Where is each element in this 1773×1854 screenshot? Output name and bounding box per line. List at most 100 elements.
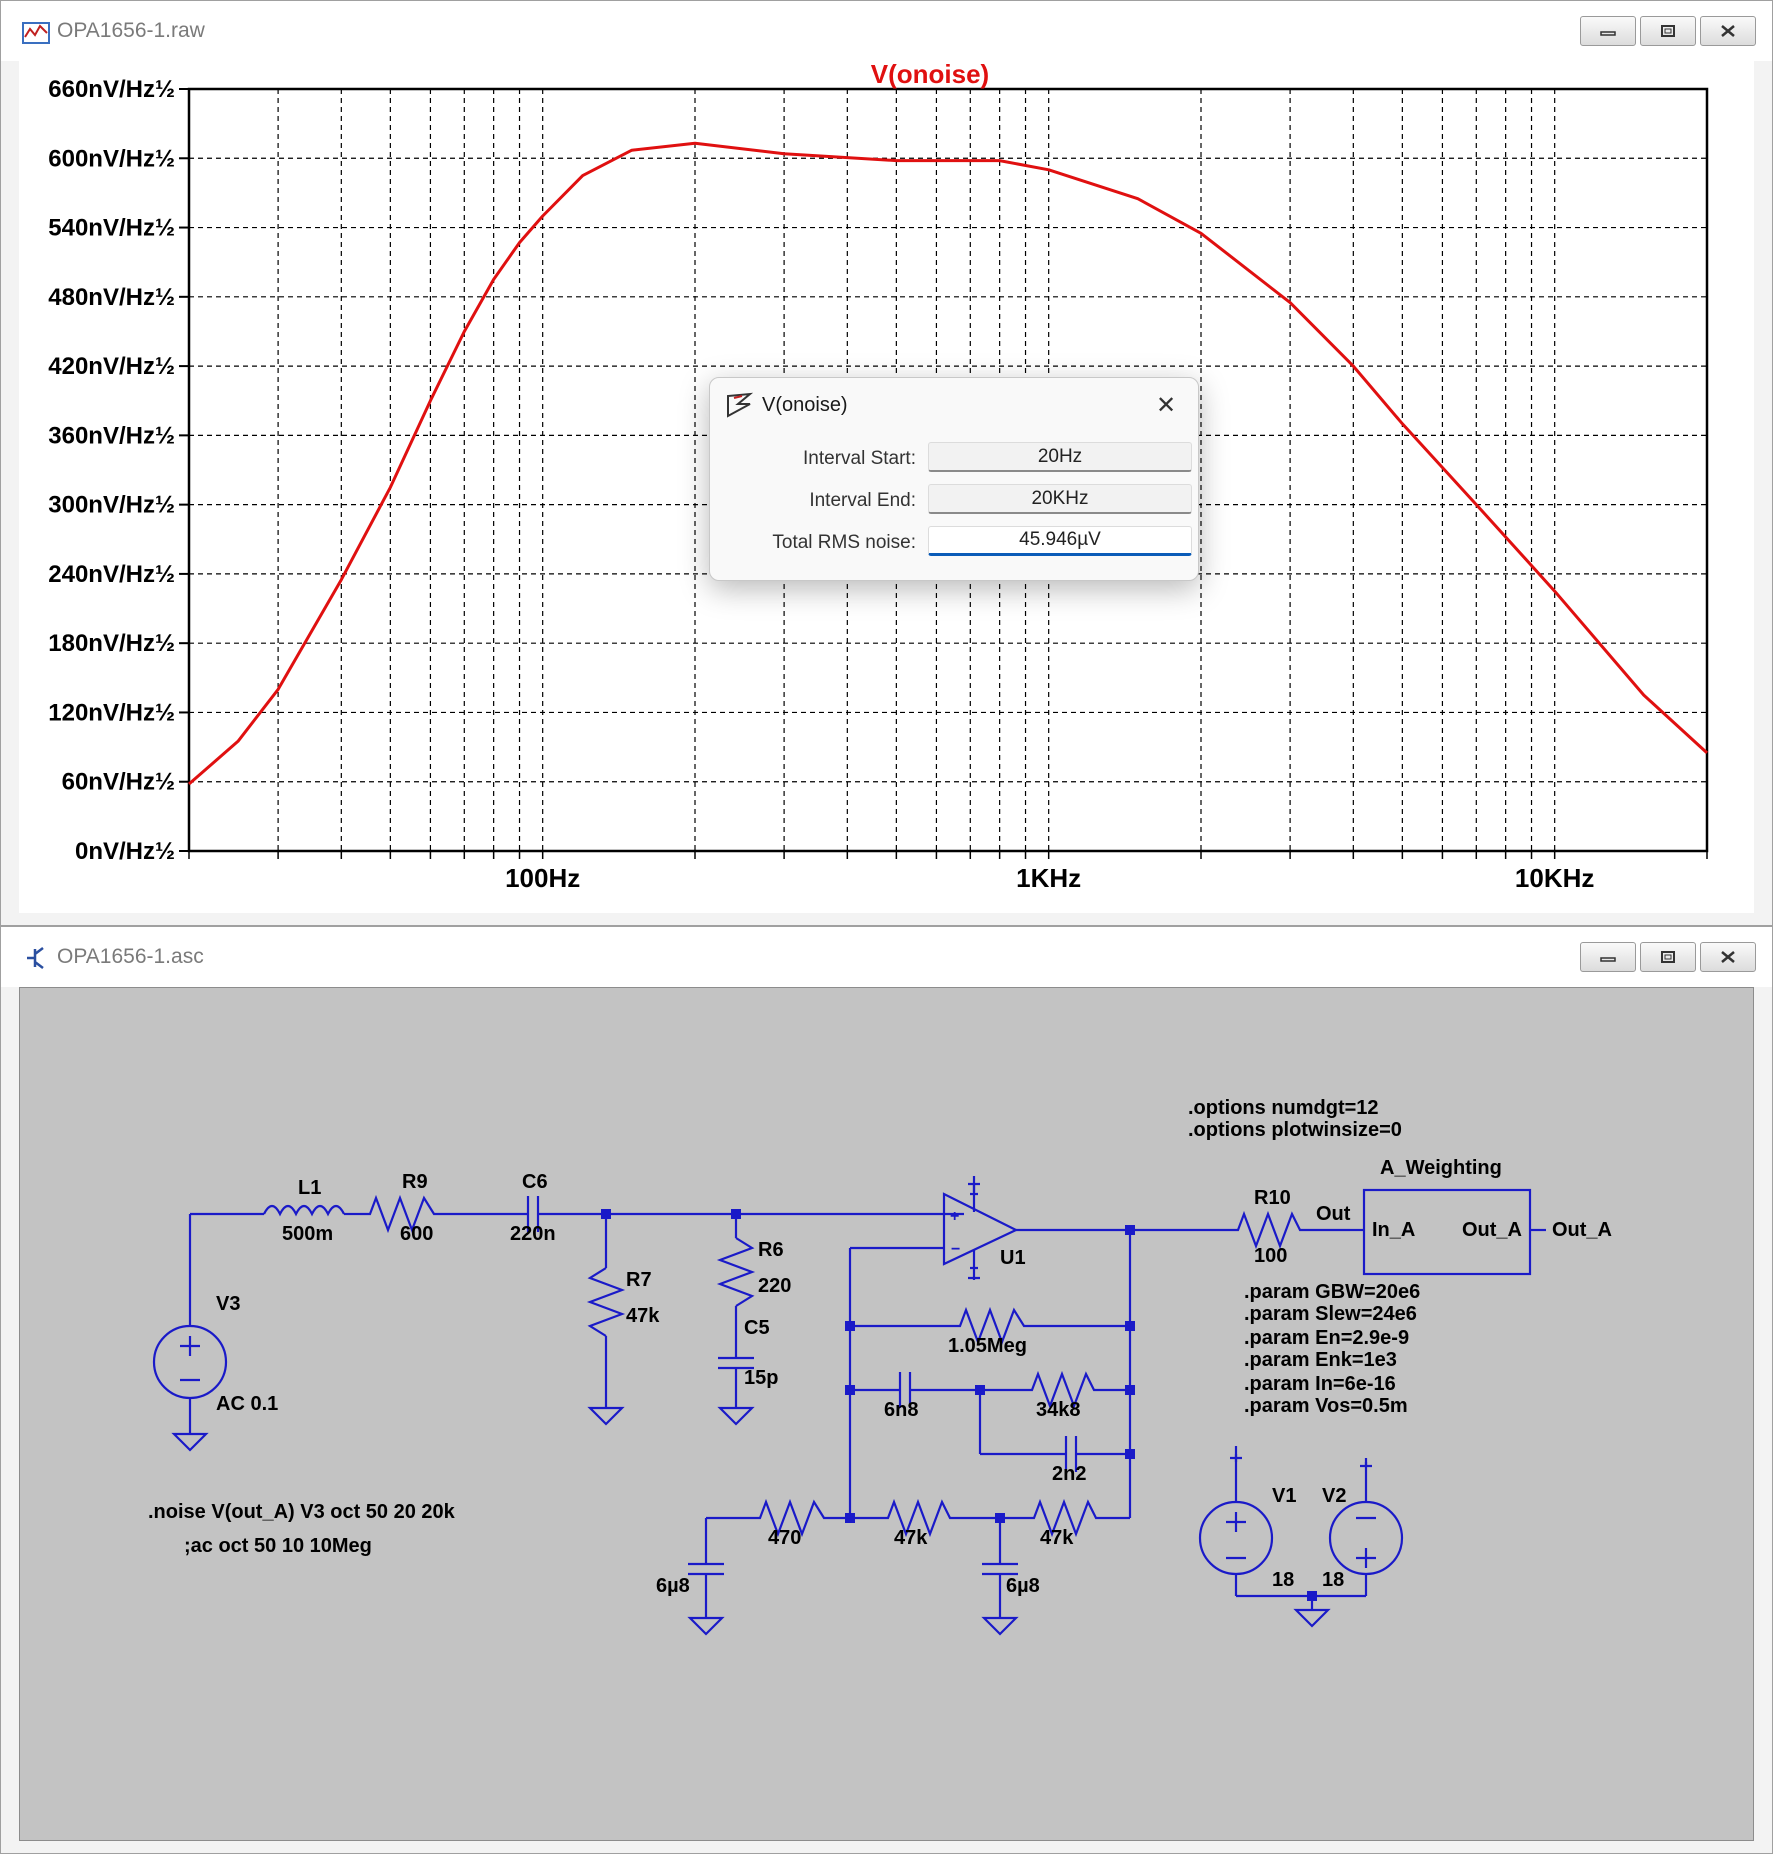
total-rms-row: Total RMS noise: 45.946µV (710, 526, 1198, 560)
schematic-titlebar[interactable]: OPA1656-1.asc (1, 927, 1772, 987)
ground-icon (687, 1616, 725, 1636)
rms-noise-dialog: V(onoise) ✕ Interval Start: 20Hz Interva… (709, 377, 1199, 581)
param-vos[interactable]: .param Vos=0.5m (1244, 1395, 1408, 1417)
waveform-titlebar[interactable]: OPA1656-1.raw (1, 1, 1772, 61)
restore-button[interactable] (1640, 16, 1696, 46)
interval-end-row: Interval End: 20KHz (710, 484, 1198, 518)
c2n2-value: 2n2 (1052, 1463, 1086, 1485)
out-a-net-label: Out_A (1552, 1219, 1612, 1241)
ground-icon (1293, 1608, 1331, 1628)
u1-opamp-symbol[interactable] (942, 1192, 1019, 1266)
x-tick-label: 10KHz (1515, 863, 1594, 893)
r6-resistor-symbol[interactable] (716, 1237, 756, 1307)
param-gbw[interactable]: .param GBW=20e6 (1244, 1281, 1420, 1303)
y-tick-label: 60nV/Hz½ (62, 769, 175, 796)
restore-icon (1661, 25, 1675, 37)
y-tick-label: 300nV/Hz½ (48, 492, 175, 519)
c6n8-value: 6n8 (884, 1399, 918, 1421)
waveform-app-icon (21, 17, 51, 47)
u1-name: U1 (1000, 1247, 1026, 1269)
schematic-app-icon (21, 943, 51, 973)
y-tick-label: 480nV/Hz½ (48, 284, 175, 311)
y-tick-label: 240nV/Hz½ (48, 561, 175, 588)
minimize-icon (1600, 31, 1616, 36)
y-tick-label: 180nV/Hz½ (48, 630, 175, 657)
r470-resistor-symbol[interactable] (750, 1498, 850, 1538)
c6-name: C6 (522, 1171, 548, 1193)
r10-name: R10 (1254, 1187, 1291, 1209)
supply-pos-flag-icon (968, 1182, 980, 1196)
total-rms-field[interactable]: 45.946µV (928, 526, 1192, 556)
c6u8-a-capacitor-symbol[interactable] (688, 1562, 724, 1576)
minimize-icon (1600, 957, 1616, 962)
ac-comment[interactable]: ;ac oct 50 10 10Meg (184, 1535, 372, 1557)
l1-inductor-symbol[interactable] (263, 1204, 345, 1217)
out-net-label: Out (1316, 1203, 1351, 1225)
schematic-drawing[interactable]: + − .options numdgt=12 .options plotwins… (20, 988, 1755, 1842)
r9-resistor-symbol[interactable] (360, 1194, 464, 1234)
noise-plot[interactable]: 660nV/Hz½600nV/Hz½540nV/Hz½480nV/Hz½420n… (19, 59, 1756, 915)
r7-value: 47k (626, 1305, 660, 1327)
close-button[interactable] (1700, 942, 1756, 972)
r9-value: 600 (400, 1223, 433, 1245)
minimize-button[interactable] (1580, 16, 1636, 46)
ltspice-icon (724, 390, 754, 420)
r47k-a-resistor-symbol[interactable] (880, 1498, 1000, 1538)
rfb-value: 1.05Meg (948, 1335, 1027, 1357)
close-button[interactable] (1700, 16, 1756, 46)
rfb-resistor-symbol[interactable] (950, 1306, 1130, 1346)
opamp-plus-sign: + (950, 1208, 959, 1225)
r10-resistor-symbol[interactable] (1230, 1210, 1350, 1250)
c6u8-b-capacitor-symbol[interactable] (982, 1562, 1018, 1576)
close-icon: ✕ (1155, 391, 1177, 419)
schematic-window-title: OPA1656-1.asc (57, 945, 204, 968)
r34k8-value: 34k8 (1036, 1399, 1081, 1421)
ground-icon (171, 1432, 209, 1452)
param-in[interactable]: .param In=6e-16 (1244, 1373, 1396, 1395)
r10-value: 100 (1254, 1245, 1287, 1267)
minimize-button[interactable] (1580, 942, 1636, 972)
r7-resistor-symbol[interactable] (586, 1267, 626, 1337)
y-tick-label: 660nV/Hz½ (48, 76, 175, 103)
total-rms-label: Total RMS noise: (772, 532, 916, 553)
interval-start-field[interactable]: 20Hz (928, 442, 1192, 472)
v3-name: V3 (216, 1293, 240, 1315)
noise-directive[interactable]: .noise V(out_A) V3 oct 50 20 20k (148, 1501, 456, 1523)
interval-start-label: Interval Start: (803, 448, 916, 469)
dialog-title: V(onoise) (762, 394, 848, 416)
dialog-close-button[interactable]: ✕ (1148, 388, 1184, 422)
trace-title[interactable]: V(onoise) (871, 59, 989, 89)
ground-icon (717, 1406, 755, 1426)
opamp-minus-sign: − (951, 1241, 960, 1258)
y-tick-label: 540nV/Hz½ (48, 215, 175, 242)
schematic-window: OPA1656-1.asc (0, 926, 1773, 1854)
c6u8-b-value: 6µ8 (1006, 1575, 1040, 1597)
r47k-a-value: 47k (894, 1527, 928, 1549)
options-plotwinsize-directive[interactable]: .options plotwinsize=0 (1188, 1119, 1402, 1141)
interval-end-label: Interval End: (809, 490, 916, 511)
r34k8-resistor-symbol[interactable] (1024, 1370, 1130, 1410)
supply-neg-flag-icon (968, 1266, 980, 1280)
r7-name: R7 (626, 1269, 652, 1291)
l1-value: 500m (282, 1223, 333, 1245)
restore-button[interactable] (1640, 942, 1696, 972)
options-numdgt-directive[interactable]: .options numdgt=12 (1188, 1097, 1379, 1119)
c5-name: C5 (744, 1317, 770, 1339)
v1-pos-flag-icon (1230, 1446, 1242, 1462)
r47k-b-resistor-symbol[interactable] (1026, 1498, 1130, 1538)
schematic-canvas[interactable]: + − .options numdgt=12 .options plotwins… (19, 987, 1754, 1841)
v3-value: AC 0.1 (216, 1393, 278, 1415)
param-slew[interactable]: .param Slew=24e6 (1244, 1303, 1417, 1325)
param-enk[interactable]: .param Enk=1e3 (1244, 1349, 1397, 1371)
ground-icon (587, 1406, 625, 1426)
param-en[interactable]: .param En=2.9e-9 (1244, 1327, 1409, 1349)
v1-value: 18 (1272, 1569, 1294, 1591)
noise-trace[interactable] (188, 141, 1709, 786)
interval-end-field[interactable]: 20KHz (928, 484, 1192, 514)
a-weighting-block[interactable] (1362, 1188, 1532, 1276)
c6u8-a-value: 6µ8 (656, 1575, 690, 1597)
r9-name: R9 (402, 1171, 428, 1193)
v1-name: V1 (1272, 1485, 1296, 1507)
v2-neg-flag-icon (1360, 1458, 1372, 1468)
